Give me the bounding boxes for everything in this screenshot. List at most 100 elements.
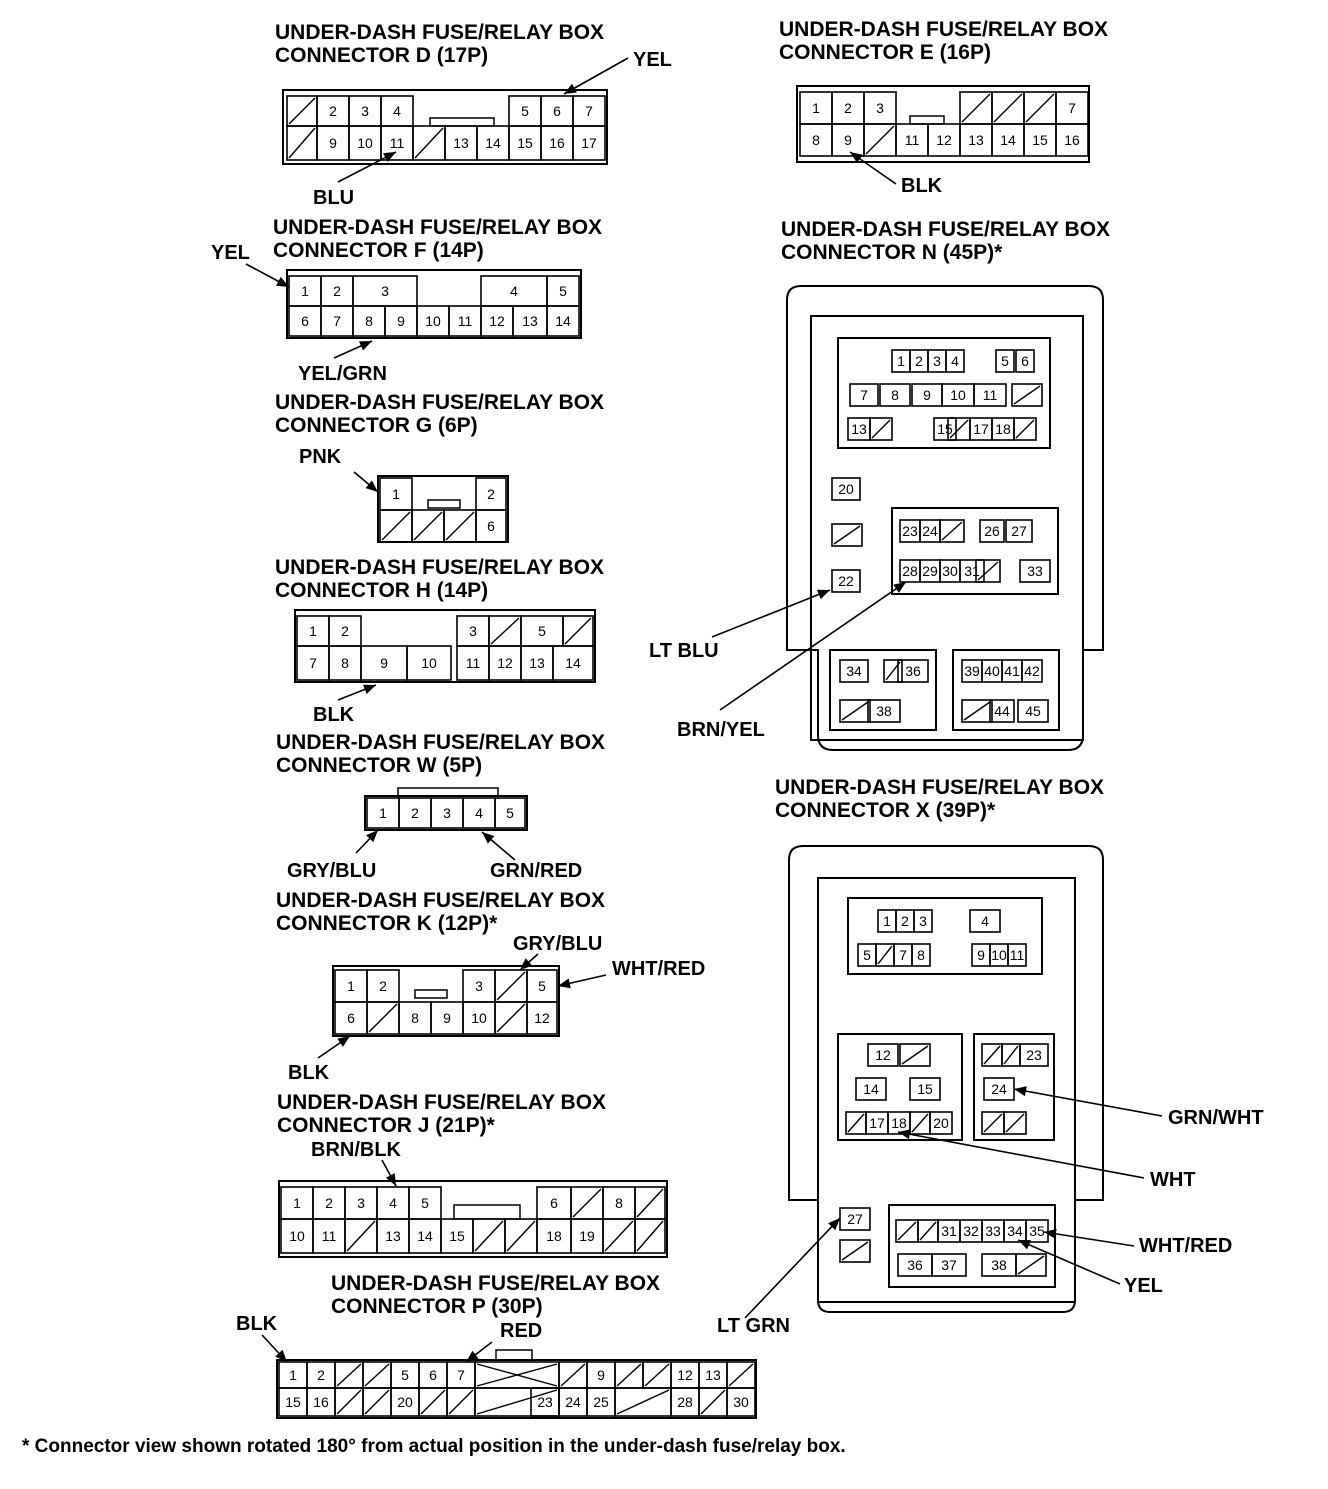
pin-number: 4 <box>475 805 483 821</box>
pin-cell <box>895 1219 919 1243</box>
pin-cell: 8 <box>602 1186 636 1220</box>
pin-number: 4 <box>393 103 401 119</box>
pin-cell: 5 <box>526 969 558 1003</box>
pin-number: 24 <box>565 1394 581 1410</box>
connector-g-title-line1: UNDER-DASH FUSE/RELAY BOX <box>275 391 604 414</box>
pin-cell: 2 <box>398 797 432 829</box>
pin-cell: 41 <box>1001 659 1023 683</box>
pin-number: 1 <box>379 805 387 821</box>
wire-arrow <box>563 57 629 95</box>
pin-number: 16 <box>549 135 565 151</box>
pin-number: 8 <box>891 387 899 403</box>
pin-cell: 37 <box>931 1253 967 1277</box>
unused-pin-mark <box>336 1389 362 1415</box>
pin-cell <box>642 1361 672 1389</box>
wire-label-f-yel: YEL <box>211 242 250 264</box>
wire-label-x-wht: WHT <box>1150 1169 1196 1191</box>
pin-number: 13 <box>522 313 538 329</box>
unused-pin-mark <box>877 945 893 965</box>
pin-number: 2 <box>329 103 337 119</box>
pin-number: 3 <box>357 1195 365 1211</box>
unused-pin-mark <box>604 1220 634 1252</box>
pin-cell <box>412 125 446 161</box>
connector-n-housing <box>786 285 1104 751</box>
pin-cell: 4 <box>380 95 414 127</box>
pin-cell: 3 <box>863 91 897 125</box>
connector-e-housing <box>796 85 1090 163</box>
connector-g-title-line2: CONNECTOR G (6P) <box>275 414 478 437</box>
pin-cell: 6 <box>288 305 322 337</box>
pin-number: 11 <box>322 1228 337 1244</box>
pin-number: 3 <box>919 913 927 929</box>
pin-number: 10 <box>991 947 1007 963</box>
pin-cell <box>845 1111 867 1135</box>
pin-cell: 3 <box>344 1186 378 1220</box>
pin-number: 13 <box>851 421 867 437</box>
pin-number: 10 <box>289 1228 305 1244</box>
pin-cell: 14 <box>552 645 594 681</box>
pin-cell: 5 <box>995 349 1015 373</box>
pin-number: 13 <box>385 1228 401 1244</box>
pin-cell: 3 <box>348 95 382 127</box>
pin-cell: 16 <box>540 125 574 161</box>
pin-number: 24 <box>922 523 938 539</box>
pin-number: 13 <box>705 1367 721 1383</box>
pin-number: 12 <box>497 655 513 671</box>
pin-number: 3 <box>361 103 369 119</box>
connector-d-title-line1: UNDER-DASH FUSE/RELAY BOX <box>275 21 604 44</box>
wire-label-n-brnyel: BRN/YEL <box>677 719 765 741</box>
pin-cell: 18 <box>536 1218 572 1254</box>
unused-pin-mark <box>506 1220 536 1252</box>
pin-cell: 12 <box>867 1043 899 1067</box>
pin-cell: 13 <box>698 1361 728 1389</box>
connector-k-title-line2: CONNECTOR K (12P)* <box>276 912 498 935</box>
wire-arrow <box>1017 1239 1121 1285</box>
pin-cell: 5 <box>508 95 542 127</box>
pin-number: 7 <box>585 103 593 119</box>
pin-cell <box>869 417 893 441</box>
unused-pin-mark <box>949 419 969 439</box>
pin-number: 6 <box>1021 353 1029 369</box>
connector-j-housing <box>278 1180 668 1258</box>
unused-pin-mark <box>445 511 475 541</box>
pin-cell: 10 <box>416 305 450 337</box>
connector-h-housing <box>294 609 596 683</box>
pin-cell: 15 <box>440 1218 474 1254</box>
unused-pin-mark <box>841 1241 869 1261</box>
pin-number: 31 <box>941 1223 957 1239</box>
wire-label-k-grayblu: GRY/BLU <box>513 933 602 955</box>
unused-pin-mark <box>288 97 316 125</box>
connector-j-title-line1: UNDER-DASH FUSE/RELAY BOX <box>277 1091 606 1114</box>
pin-number: 12 <box>534 1010 550 1026</box>
connector-h-title-line2: CONNECTOR H (14P) <box>275 579 488 602</box>
pin-number: 14 <box>1000 132 1016 148</box>
pin-number: 1 <box>301 283 309 299</box>
wire-arrow <box>744 1217 841 1319</box>
wire-label-p-blk: BLK <box>236 1313 278 1335</box>
wire-arrow <box>333 340 373 359</box>
pin-cell <box>344 1218 378 1254</box>
pin-number: 10 <box>421 655 437 671</box>
pin-number: 33 <box>985 1223 1001 1239</box>
unused-pin-mark <box>636 1220 664 1252</box>
pin-number: 4 <box>510 283 518 299</box>
pin-cell: 14 <box>408 1218 442 1254</box>
pin-number: 2 <box>317 1367 325 1383</box>
pin-cell: 1 <box>366 797 400 829</box>
pin-cell: 3 <box>927 349 947 373</box>
pin-number: 28 <box>677 1394 693 1410</box>
wire-arrow <box>381 1159 397 1187</box>
pin-cell: 36 <box>897 1253 933 1277</box>
pin-cell: 40 <box>981 659 1003 683</box>
pin-number: 14 <box>485 135 501 151</box>
pin-cell: 24 <box>558 1387 588 1417</box>
pin-number: 20 <box>933 1115 949 1131</box>
pin-cell <box>472 1218 506 1254</box>
pin-number: 1 <box>392 486 400 502</box>
pin-number: 12 <box>936 132 952 148</box>
connector-x-block-bottom <box>888 1204 1056 1288</box>
pin-cell: 44 <box>989 699 1015 723</box>
pin-cell: 4 <box>462 797 496 829</box>
pin-number: 5 <box>1001 353 1009 369</box>
